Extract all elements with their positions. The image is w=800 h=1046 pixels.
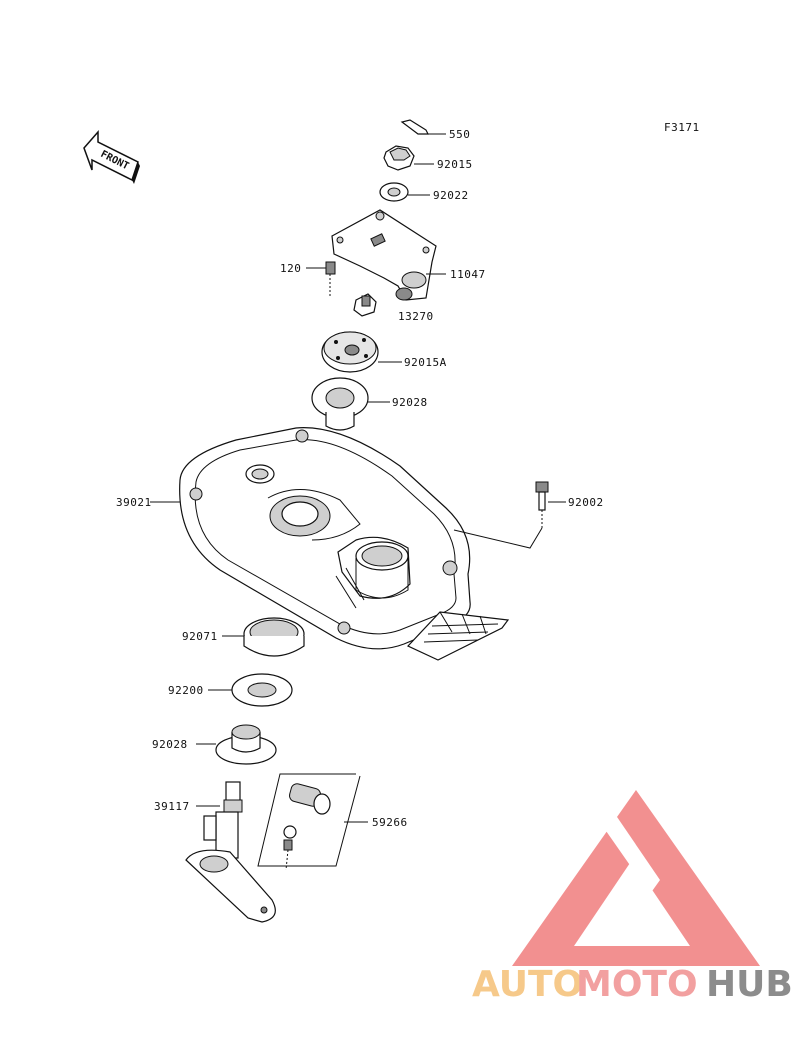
watermark-hub: HUB: [706, 964, 793, 1005]
label-13270: 13270: [398, 310, 434, 323]
bushing-13270: [353, 293, 377, 317]
front-arrow-icon: FRONT: [83, 130, 140, 184]
washer-92022: [379, 182, 430, 202]
label-39117: 39117: [154, 800, 190, 813]
label-92071: 92071: [182, 630, 218, 643]
label-59266: 59266: [372, 816, 408, 829]
bushing-92028-lower: [196, 724, 277, 765]
washer-92200: [208, 673, 293, 707]
watermark-auto: AUTO: [472, 964, 583, 1005]
label-92200: 92200: [168, 684, 204, 697]
watermark-moto: MOTO: [576, 964, 698, 1005]
bushing-92028-upper: [311, 377, 390, 431]
label-39021: 39021: [116, 496, 152, 509]
cotter-pin-550: [400, 119, 446, 135]
label-92015: 92015: [437, 158, 473, 171]
label-92002: 92002: [568, 496, 604, 509]
label-120: 120: [280, 262, 301, 275]
base-plate-39021: [150, 427, 510, 661]
bracket-11047: [331, 209, 446, 301]
bolt-92002: [453, 481, 566, 549]
label-92022: 92022: [433, 189, 469, 202]
label-92028-lower: 92028: [152, 738, 188, 751]
figure-code: F3171: [664, 121, 700, 134]
label-92028-upper: 92028: [392, 396, 428, 409]
kit-59266: [257, 773, 368, 871]
label-550: 550: [449, 128, 470, 141]
bolt-120: [306, 261, 336, 296]
watermark-text: AUTO MOTO HUB: [472, 964, 793, 1005]
watermark-logo: [512, 790, 760, 966]
shaft-arm-39117: [185, 781, 276, 923]
label-11047: 11047: [450, 268, 486, 281]
seal-92071: [222, 617, 305, 657]
label-92015A: 92015A: [404, 356, 447, 369]
castle-nut-92015: [383, 145, 434, 171]
flange-plate-92015A: [321, 331, 402, 373]
